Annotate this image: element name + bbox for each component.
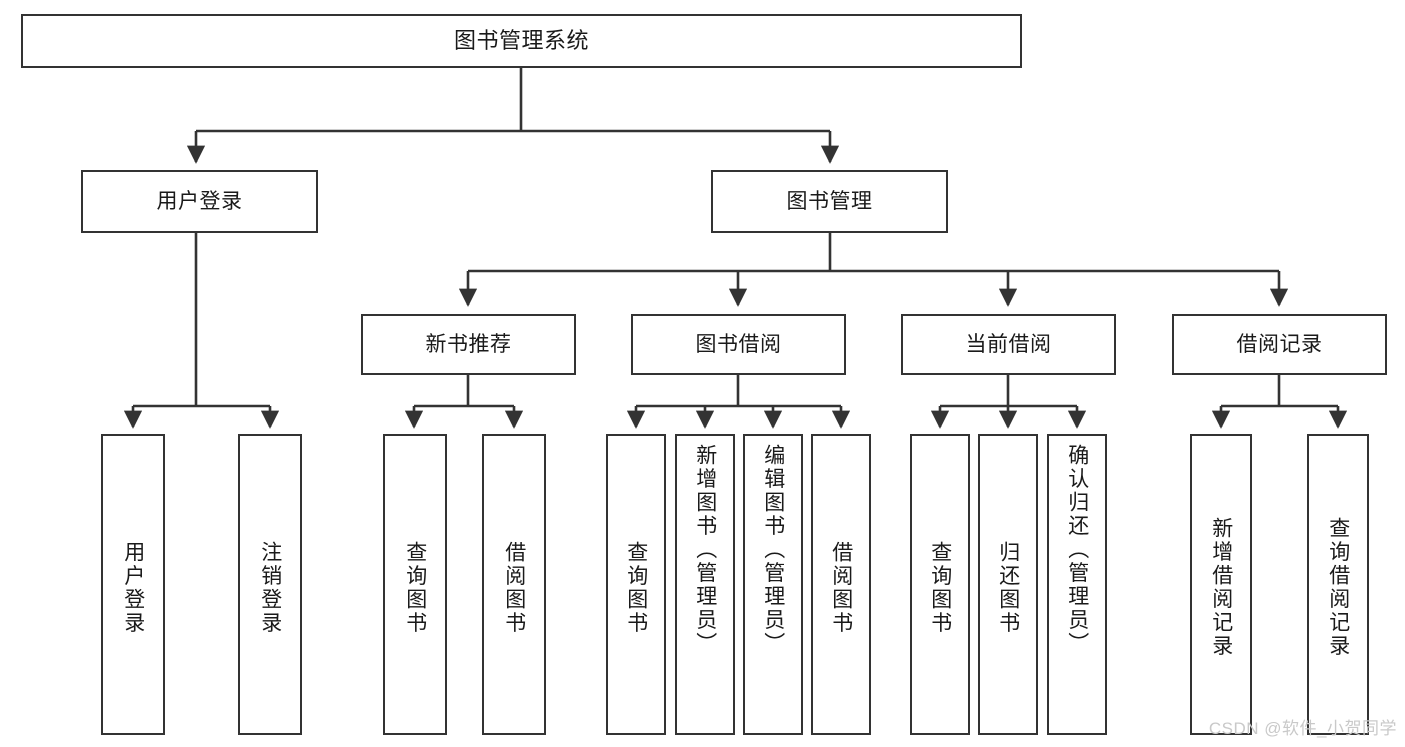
leaf-user-login-login-label: 用户登录 [121, 540, 145, 635]
node-book-borrow-label: 图书借阅 [695, 333, 782, 356]
node-user-login[interactable]: 用户登录 [81, 170, 318, 233]
leaf-book-borrow-edit-label: 编辑图书（管理员） [761, 444, 785, 656]
node-current-borrow-label: 当前借阅 [965, 333, 1052, 356]
leaf-current-borrow-query[interactable]: 查询图书 [910, 434, 970, 735]
leaf-new-book-query[interactable]: 查询图书 [383, 434, 447, 735]
leaf-current-borrow-confirm[interactable]: 确认归还（管理员） [1047, 434, 1107, 735]
leaf-book-borrow-add-label: 新增图书（管理员） [693, 444, 717, 656]
leaf-user-login-login[interactable]: 用户登录 [101, 434, 165, 735]
node-borrow-record-label: 借阅记录 [1236, 333, 1323, 356]
leaf-book-borrow-borrow-label: 借阅图书 [829, 540, 853, 635]
node-root[interactable]: 图书管理系统 [21, 14, 1022, 68]
node-book-management[interactable]: 图书管理 [711, 170, 948, 233]
leaf-new-book-borrow[interactable]: 借阅图书 [482, 434, 546, 735]
leaf-new-book-borrow-label: 借阅图书 [502, 540, 526, 635]
node-borrow-record[interactable]: 借阅记录 [1172, 314, 1387, 375]
node-new-book-recommend-label: 新书推荐 [425, 333, 512, 356]
leaf-new-book-query-label: 查询图书 [403, 540, 427, 635]
leaf-user-login-logout[interactable]: 注销登录 [238, 434, 302, 735]
leaf-book-borrow-add[interactable]: 新增图书（管理员） [675, 434, 735, 735]
leaf-current-borrow-query-label: 查询图书 [928, 540, 952, 635]
leaf-user-login-logout-label: 注销登录 [258, 540, 282, 635]
leaf-borrow-record-add[interactable]: 新增借阅记录 [1190, 434, 1252, 735]
leaf-current-borrow-confirm-label: 确认归还（管理员） [1065, 444, 1089, 656]
csdn-watermark: CSDN @软件_小贺同学 [1208, 719, 1397, 738]
leaf-borrow-record-query-label: 查询借阅记录 [1326, 517, 1350, 658]
node-root-label: 图书管理系统 [453, 28, 589, 53]
leaf-current-borrow-return-label: 归还图书 [996, 540, 1020, 635]
leaf-borrow-record-add-label: 新增借阅记录 [1209, 517, 1233, 658]
node-user-login-label: 用户登录 [156, 190, 243, 213]
node-new-book-recommend[interactable]: 新书推荐 [361, 314, 576, 375]
leaf-book-borrow-query-label: 查询图书 [624, 540, 648, 635]
node-current-borrow[interactable]: 当前借阅 [901, 314, 1116, 375]
leaf-book-borrow-query[interactable]: 查询图书 [606, 434, 666, 735]
leaf-borrow-record-query[interactable]: 查询借阅记录 [1307, 434, 1369, 735]
leaf-book-borrow-borrow[interactable]: 借阅图书 [811, 434, 871, 735]
leaf-book-borrow-edit[interactable]: 编辑图书（管理员） [743, 434, 803, 735]
leaf-current-borrow-return[interactable]: 归还图书 [978, 434, 1038, 735]
node-book-management-label: 图书管理 [786, 190, 873, 213]
node-book-borrow[interactable]: 图书借阅 [631, 314, 846, 375]
